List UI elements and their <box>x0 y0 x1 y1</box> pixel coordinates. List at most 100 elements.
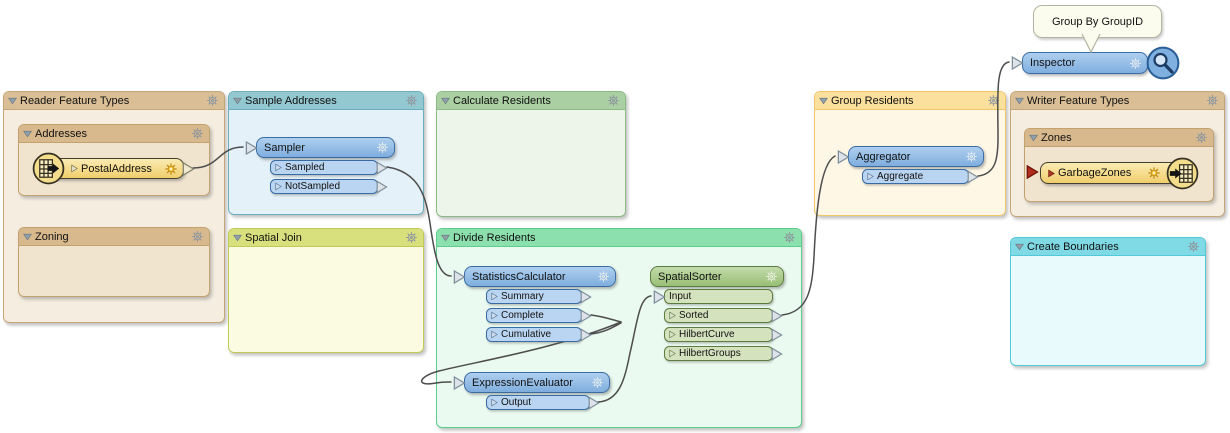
output-connector-icon[interactable] <box>771 309 783 323</box>
collapse-triangle-icon[interactable] <box>8 97 17 105</box>
gear-icon[interactable] <box>1195 131 1208 144</box>
unconnected-input-icon[interactable] <box>1026 164 1039 180</box>
reader-table-icon[interactable] <box>32 152 65 185</box>
input-arrow-icon[interactable] <box>653 289 666 304</box>
port-label: Sorted <box>679 310 709 321</box>
collapse-triangle-icon[interactable] <box>233 97 242 105</box>
input-arrow-icon[interactable] <box>453 375 466 390</box>
node-expression-evaluator[interactable]: ExpressionEvaluator <box>464 372 610 393</box>
port-sampled[interactable]: Sampled <box>270 160 378 175</box>
port-cumulative[interactable]: Cumulative <box>486 327 582 342</box>
input-arrow-icon[interactable] <box>837 149 850 164</box>
collapse-triangle-icon[interactable] <box>1015 97 1024 105</box>
output-connector-icon[interactable] <box>588 396 600 410</box>
collapse-triangle-icon[interactable] <box>233 234 242 242</box>
bookmark-header[interactable]: Create Boundaries <box>1011 238 1205 256</box>
node-spatial-sorter[interactable]: SpatialSorter <box>650 266 784 287</box>
collapse-triangle-icon[interactable] <box>819 97 828 105</box>
bookmark-header[interactable]: Spatial Join <box>229 229 423 247</box>
gear-icon[interactable] <box>164 162 178 176</box>
node-aggregator[interactable]: Aggregator <box>848 146 984 167</box>
output-connector-icon[interactable] <box>580 309 592 323</box>
bookmark-header[interactable]: Calculate Residents <box>437 92 625 110</box>
gear-icon[interactable] <box>591 376 604 389</box>
gear-icon[interactable] <box>1206 94 1219 107</box>
collapse-triangle-icon[interactable] <box>441 234 450 242</box>
input-arrow-icon[interactable] <box>1011 56 1024 71</box>
gear-icon[interactable] <box>191 127 204 140</box>
magnifier-icon[interactable] <box>1146 46 1180 80</box>
collapse-triangle-icon[interactable] <box>1029 134 1038 142</box>
input-arrow-icon[interactable] <box>245 140 258 155</box>
collapse-triangle-icon[interactable] <box>441 97 450 105</box>
bookmark-header[interactable]: Writer Feature Types <box>1011 92 1224 110</box>
gear-icon[interactable] <box>1129 57 1142 70</box>
output-connector-icon[interactable] <box>967 170 979 184</box>
node-postal-address[interactable]: PostalAddress <box>38 158 184 179</box>
node-sampler[interactable]: Sampler <box>256 137 395 158</box>
port-sorted[interactable]: Sorted <box>664 308 773 323</box>
port-label: Aggregate <box>877 171 924 182</box>
gear-icon[interactable] <box>965 150 978 163</box>
output-connector-icon[interactable] <box>182 161 195 177</box>
gear-icon[interactable] <box>1187 240 1200 253</box>
input-arrow-icon[interactable] <box>453 269 466 284</box>
gear-icon[interactable] <box>405 94 418 107</box>
port-hilbert-curve[interactable]: HilbertCurve <box>664 327 773 342</box>
gear-icon[interactable] <box>206 94 219 107</box>
port-notsampled[interactable]: NotSampled <box>270 179 378 194</box>
output-connector-icon[interactable] <box>771 347 783 361</box>
output-connector-icon[interactable] <box>376 180 388 194</box>
port-triangle-icon <box>491 330 498 339</box>
port-label: Summary <box>501 291 544 302</box>
port-triangle-icon <box>867 172 874 181</box>
output-connector-icon[interactable] <box>771 328 783 342</box>
collapse-triangle-icon[interactable] <box>1015 243 1024 251</box>
node-inspector[interactable]: Inspector <box>1022 52 1148 74</box>
collapse-triangle-icon[interactable] <box>23 233 32 241</box>
node-label: Aggregator <box>856 150 911 163</box>
node-statistics-calculator[interactable]: StatisticsCalculator <box>464 266 616 287</box>
port-output[interactable]: Output <box>486 395 590 410</box>
bookmark-header[interactable]: Group Residents <box>815 92 1005 110</box>
writer-table-icon[interactable] <box>1166 157 1199 190</box>
gear-icon[interactable] <box>191 230 204 243</box>
bookmark-header[interactable]: Addresses <box>19 125 209 143</box>
node-garbage-zones[interactable]: GarbageZones <box>1040 162 1188 184</box>
port-aggregate[interactable]: Aggregate <box>862 169 969 184</box>
gear-icon[interactable] <box>1147 166 1161 180</box>
gear-icon[interactable] <box>765 270 778 283</box>
port-label: Complete <box>501 310 544 321</box>
bookmark-create-boundaries[interactable]: Create Boundaries <box>1010 237 1206 366</box>
bookmark-writer-feature-types[interactable]: Writer Feature Types Zones <box>1010 91 1225 217</box>
bookmark-header[interactable]: Zoning <box>19 228 209 246</box>
port-input[interactable]: Input <box>664 289 773 304</box>
bookmark-zoning[interactable]: Zoning <box>18 227 210 297</box>
gear-icon[interactable] <box>987 94 1000 107</box>
port-hilbert-groups[interactable]: HilbertGroups <box>664 346 773 361</box>
bookmark-header[interactable]: Zones <box>1025 129 1213 147</box>
gear-icon[interactable] <box>607 94 620 107</box>
port-triangle-icon <box>491 398 498 407</box>
output-connector-icon[interactable] <box>580 290 592 304</box>
bookmark-header[interactable]: Divide Residents <box>437 229 801 247</box>
gear-icon[interactable] <box>405 231 418 244</box>
port-complete[interactable]: Complete <box>486 308 582 323</box>
output-connector-icon[interactable] <box>376 161 388 175</box>
bookmark-title: Zones <box>1041 131 1072 144</box>
port-triangle-icon <box>669 349 676 358</box>
collapse-triangle-icon[interactable] <box>23 130 32 138</box>
bookmark-calculate-residents[interactable]: Calculate Residents <box>436 91 626 217</box>
bookmark-spatial-join[interactable]: Spatial Join <box>228 228 424 353</box>
port-triangle-icon <box>669 311 676 320</box>
annotation-bubble[interactable]: Group By GroupID <box>1033 5 1162 38</box>
gear-icon[interactable] <box>783 231 796 244</box>
port-summary[interactable]: Summary <box>486 289 582 304</box>
bookmark-header[interactable]: Sample Addresses <box>229 92 423 110</box>
bookmark-reader-feature-types[interactable]: Reader Feature Types Addresses Zoning <box>3 91 225 323</box>
gear-icon[interactable] <box>597 270 610 283</box>
gear-icon[interactable] <box>376 141 389 154</box>
output-connector-icon[interactable] <box>580 328 592 342</box>
bookmark-header[interactable]: Reader Feature Types <box>4 92 224 110</box>
